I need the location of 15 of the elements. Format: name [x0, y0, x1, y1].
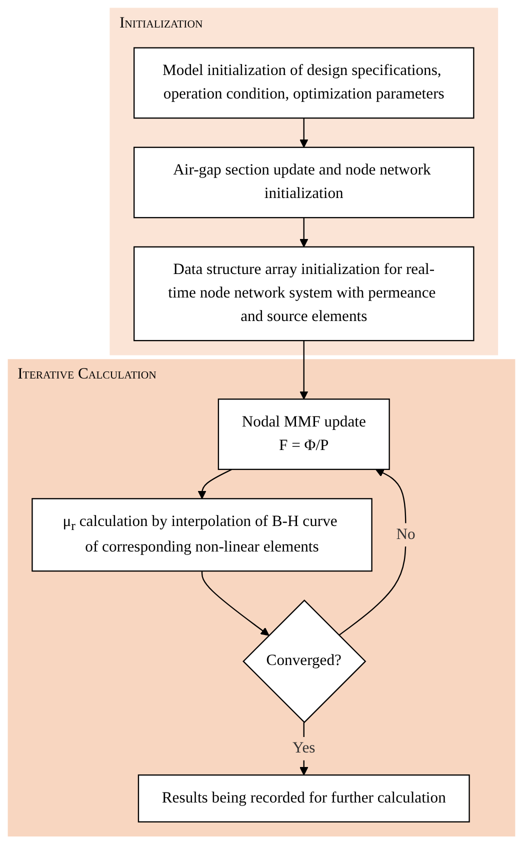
arrow: [300, 118, 308, 148]
node-box: Model initialization of design specifications, operation condition, optimization parameters: [134, 47, 474, 119]
node-diamond: Converged?: [242, 600, 366, 724]
edge-label: No: [396, 526, 416, 543]
edge-label: Yes: [292, 740, 316, 756]
arrow: [201, 571, 270, 636]
node-box: μ$_{r}$ calculation by interpolation of B-H curve of corresponding non-linear elements: [32, 498, 372, 572]
node-box: Nodal MMF update F = Φ/P: [218, 398, 390, 470]
arrow: [300, 218, 308, 248]
arrow: [338, 468, 406, 636]
node-box: Data structure array initialization for real-time node network system with permeance and source elements: [134, 246, 474, 342]
arrow: [300, 340, 308, 400]
arrow: [198, 468, 232, 500]
node-box: Air-gap section update and node network initialization: [134, 146, 474, 218]
node-box: Results being recorded for further calculation: [138, 774, 470, 822]
